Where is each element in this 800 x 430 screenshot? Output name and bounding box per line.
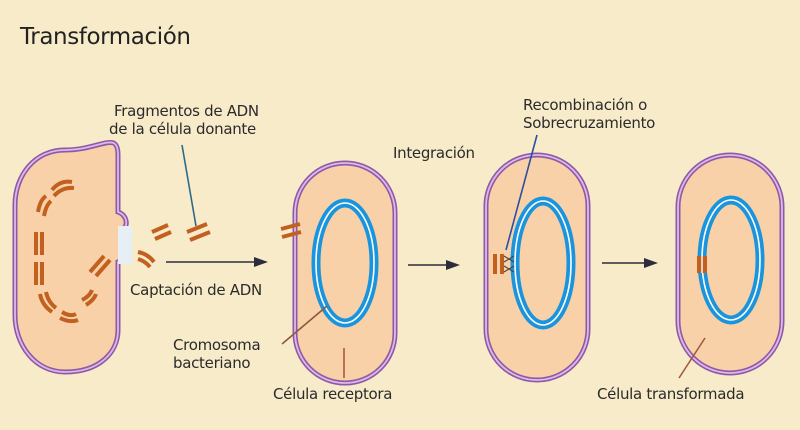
cell-4-transformed — [675, 152, 785, 379]
label-fragments-1: Fragmentos de ADN — [114, 102, 259, 120]
label-uptake: Captación de ADN — [130, 281, 262, 299]
diagram-title: Transformación — [20, 24, 191, 50]
label-recipient-cell: Célula receptora — [273, 385, 393, 403]
cell-2-membrane — [292, 160, 398, 386]
cell-2-recipient — [280, 160, 398, 386]
donor-dna-fragments-outside — [137, 222, 211, 269]
label-integration: Integración — [393, 144, 475, 162]
cell-1-uptake — [12, 139, 211, 375]
cell-1-membrane-inner — [14, 141, 128, 373]
label-chromosome-2: bacteriano — [173, 354, 251, 372]
donor-dna-fragments-inside — [34, 179, 112, 324]
cell-2-entering-fragment — [280, 222, 302, 239]
membrane-pore — [118, 226, 132, 264]
fragments-leader-line — [181, 144, 197, 227]
cell-1-membrane-outer — [12, 139, 129, 375]
chromosome-leader-line — [281, 305, 328, 345]
recombination-leader-line — [505, 134, 538, 251]
label-transformed-cell: Célula transformada — [597, 385, 745, 403]
label-fragments-2: de la célula donante — [109, 120, 256, 138]
label-chromosome-1: Cromosoma — [173, 336, 261, 354]
arrow-integration — [408, 260, 460, 270]
crossover-fragment — [493, 254, 504, 274]
crossover-marks — [503, 255, 515, 273]
arrow-uptake — [166, 257, 268, 267]
arrow-transformation — [602, 258, 658, 268]
label-recombination-1: Recombinación o — [523, 96, 647, 114]
label-recombination-2: Sobrecruzamiento — [523, 114, 656, 132]
transformed-leader-line — [678, 337, 706, 379]
integrated-dna-segment — [697, 256, 707, 273]
cell-4-membrane — [675, 152, 785, 376]
cell-3-recombination — [483, 134, 591, 383]
